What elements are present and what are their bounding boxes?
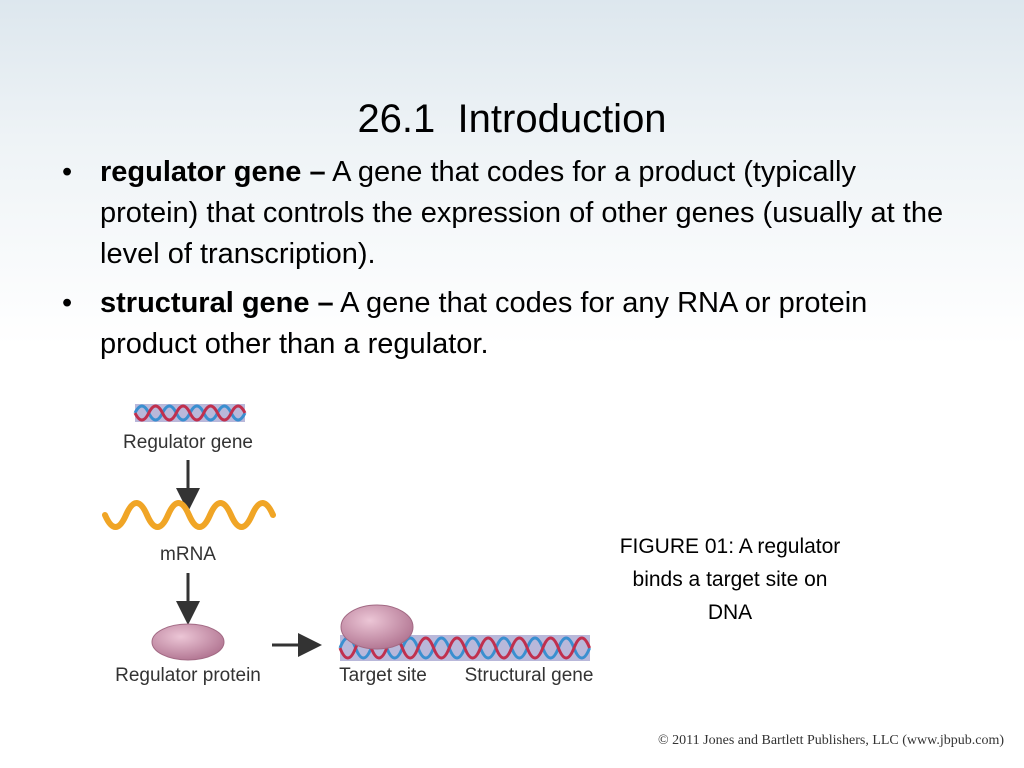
- bound-regulator-protein: [340, 604, 414, 650]
- label-regulator-protein: Regulator protein: [115, 665, 261, 686]
- slide-number: 26.1: [357, 96, 436, 141]
- definition-regulator-gene: A gene that codes for a product (typical…: [100, 156, 944, 270]
- bullet-dot: •: [62, 287, 73, 319]
- regulation-diagram: Regulator gene mRNA Regulator protein Ta…: [102, 404, 594, 686]
- dna-strand-red: [133, 404, 247, 422]
- term-regulator-gene: regulator gene –: [100, 156, 326, 188]
- mrna-strand: [102, 500, 276, 530]
- regulator-gene-dna: [133, 404, 247, 422]
- dna-strand-red: [338, 636, 591, 660]
- figure-caption: FIGURE 01: A regulator binds a target si…: [619, 535, 841, 624]
- bullet-dot: •: [62, 156, 73, 188]
- label-mrna: mRNA: [160, 544, 216, 565]
- definition-structural-gene: A gene that codes for any RNA or protein…: [100, 287, 868, 360]
- label-structural-gene: Structural gene: [465, 665, 594, 686]
- slide-title: 26.1 Introduction: [0, 97, 1024, 142]
- label-target-site: Target site: [339, 665, 427, 686]
- copyright-notice: © 2011 Jones and Bartlett Publishers, LL…: [658, 733, 1004, 748]
- bullet-structural-gene: • structural gene – A gene that codes fo…: [62, 283, 962, 365]
- slide-title-text: Introduction: [457, 96, 667, 141]
- regulation-figure: Regulator gene mRNA Regulator protein Ta…: [100, 395, 610, 695]
- bullet-regulator-gene: • regulator gene – A gene that codes for…: [62, 152, 962, 275]
- regulator-protein-shape: [151, 623, 225, 661]
- label-regulator-gene: Regulator gene: [123, 432, 253, 453]
- term-structural-gene: structural gene –: [100, 287, 334, 319]
- definition-list: • regulator gene – A gene that codes for…: [62, 152, 962, 373]
